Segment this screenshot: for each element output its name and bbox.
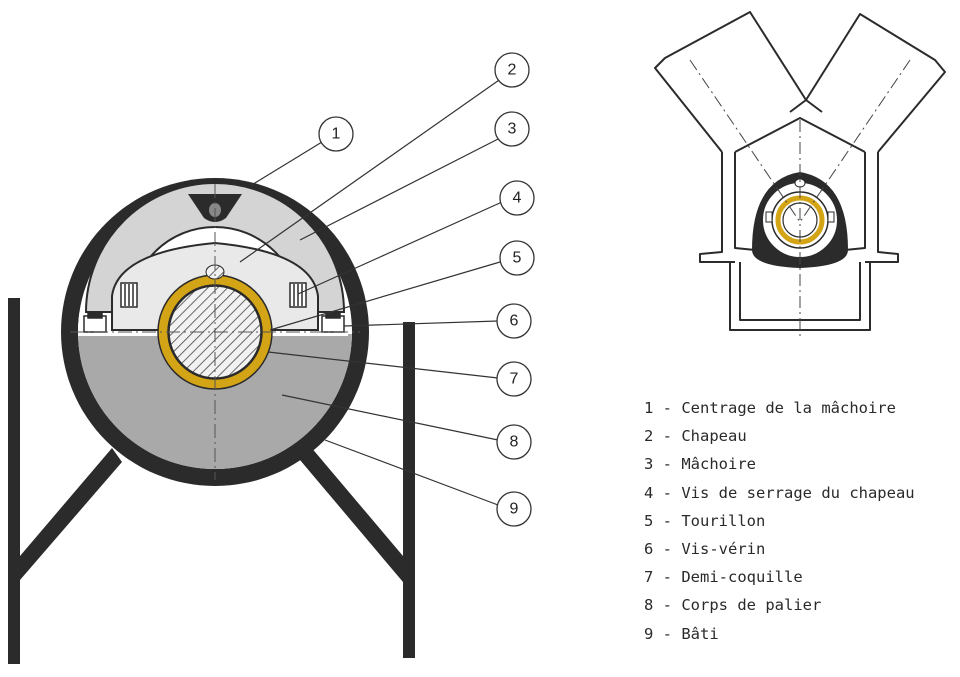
- callout-label-3: 3: [508, 121, 517, 138]
- callout-circle-9: [496, 491, 532, 527]
- callout-label-2: 2: [508, 62, 517, 79]
- legend-num: 3: [644, 455, 654, 474]
- legend-label: Corps de palier: [681, 596, 822, 615]
- legend-label: Chapeau: [681, 427, 747, 446]
- callout-label-9: 9: [510, 501, 519, 518]
- legend-num: 4: [644, 483, 654, 502]
- callout-circle-2: [494, 52, 530, 88]
- frame-legs: [8, 298, 415, 664]
- legend-item: 3 - Mâchoire: [644, 455, 756, 474]
- legend-item: 5 - Tourillon: [644, 511, 766, 530]
- center-lines: [70, 184, 360, 480]
- legend: 1 - Centrage de la mâchoire 2 - Chapeau …: [644, 397, 915, 651]
- callout-circle-5: [499, 240, 535, 276]
- legend-item: 8 - Corps de palier: [644, 596, 822, 615]
- legend-label: Demi-coquille: [681, 568, 803, 587]
- legend-item: 7 - Demi-coquille: [644, 568, 803, 587]
- legend-num: 2: [644, 427, 654, 446]
- leader-lines: [239, 77, 503, 506]
- callout-circle-7: [496, 361, 532, 397]
- legend-label: Vis-vérin: [681, 539, 766, 558]
- legend-item: 4 - Vis de serrage du chapeau: [644, 483, 915, 502]
- legend-label: Vis de serrage du chapeau: [681, 483, 915, 502]
- engine-side-view: [654, 11, 946, 336]
- legend-label: Mâchoire: [681, 455, 756, 474]
- jaw: [84, 182, 346, 313]
- legend-num: 1: [644, 399, 654, 417]
- callout-label-8: 8: [510, 434, 519, 451]
- legend-label: Centrage de la mâchoire: [681, 399, 896, 417]
- callouts: [318, 52, 535, 527]
- legend-num: 7: [644, 568, 654, 587]
- callout-label-7: 7: [510, 371, 519, 388]
- callout-circle-3: [494, 111, 530, 147]
- callout-label-5: 5: [513, 250, 522, 267]
- legend-num: 9: [644, 624, 654, 643]
- legend-item: 1 - Centrage de la mâchoire: [644, 399, 896, 417]
- callout-label-6: 6: [510, 313, 519, 330]
- legend-label: Bâti: [681, 624, 719, 643]
- engine-block-outline: [654, 11, 946, 331]
- legend-num: 8: [644, 596, 654, 615]
- legend-item: 2 - Chapeau: [644, 427, 747, 446]
- callout-circle-8: [496, 424, 532, 460]
- legend-num: 5: [644, 511, 654, 530]
- legend-item: 9 - Bâti: [644, 624, 719, 643]
- legend-label: Tourillon: [681, 511, 766, 530]
- callout-circle-4: [499, 180, 535, 216]
- callout-label-4: 4: [513, 190, 522, 207]
- callout-circle-6: [496, 303, 532, 339]
- legend-item: 6 - Vis-vérin: [644, 539, 766, 558]
- callout-circle-1: [318, 116, 354, 152]
- callout-label-1: 1: [332, 126, 341, 143]
- legend-num: 6: [644, 539, 654, 558]
- cap-screws: [120, 282, 307, 308]
